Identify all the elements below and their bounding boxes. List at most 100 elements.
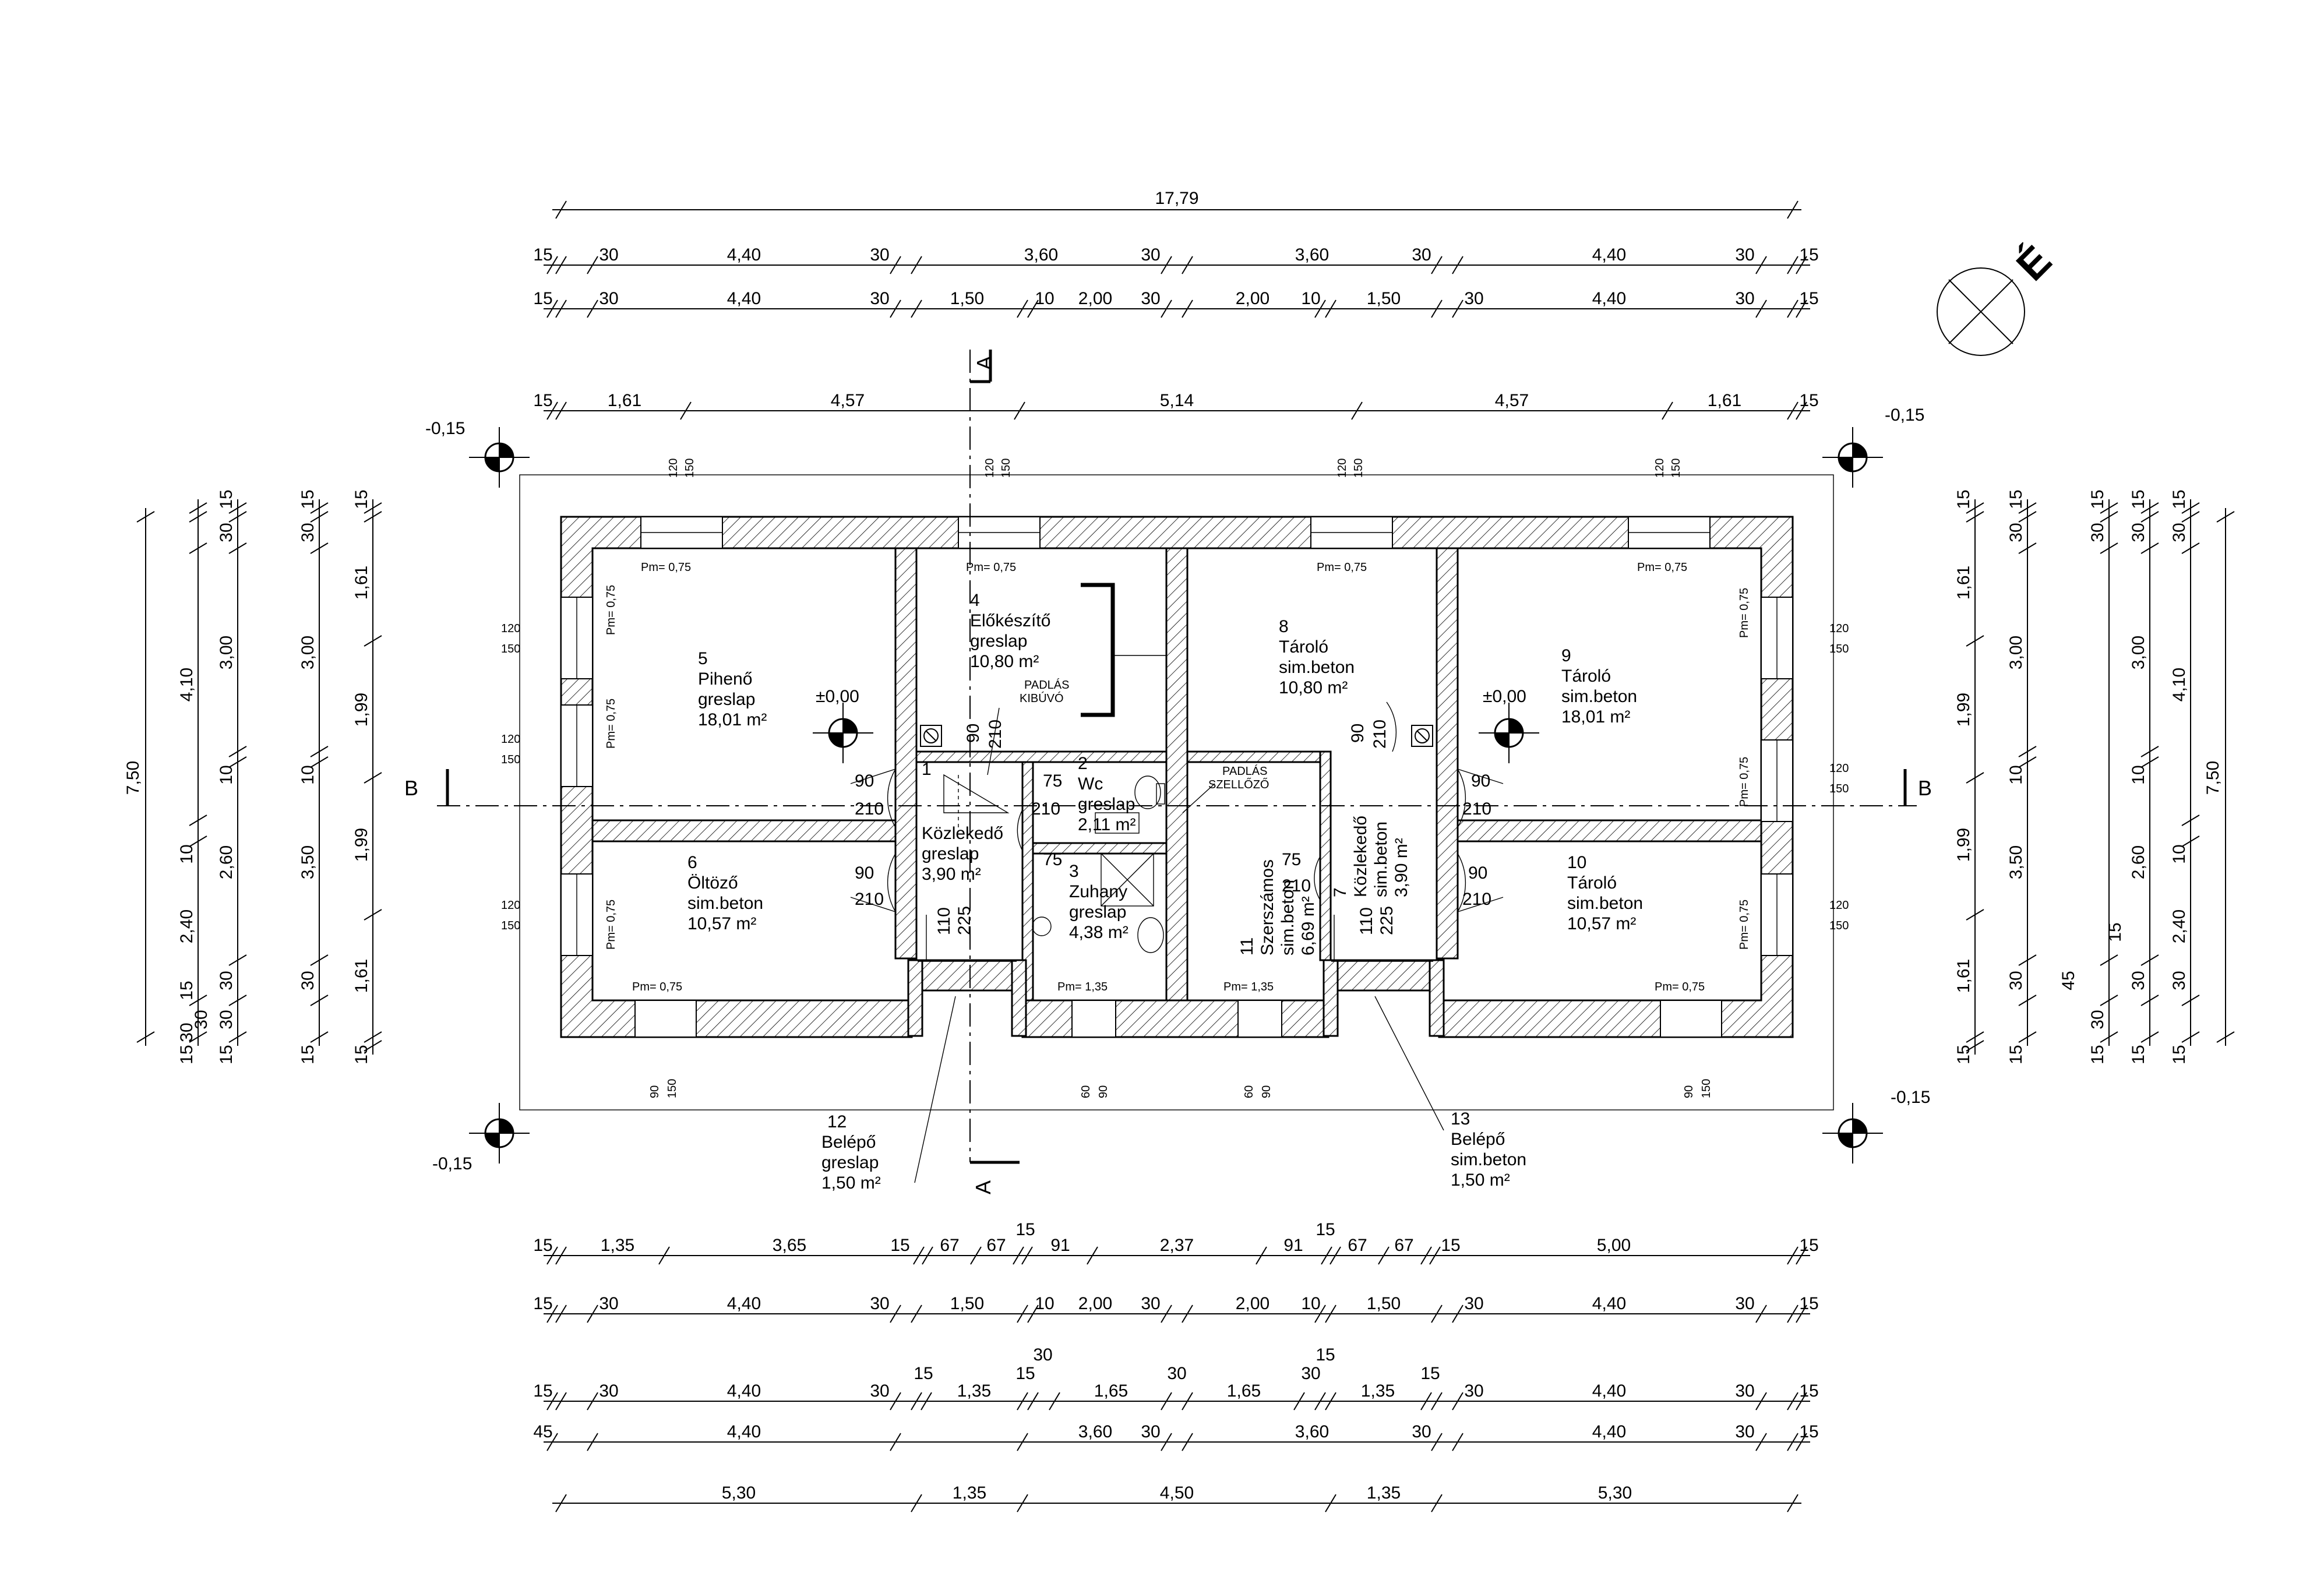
dim-left-overall: 7,50 — [124, 508, 155, 1046]
dim-bottom-row-4-label: 30 — [1412, 1422, 1431, 1441]
porch-pillar-2 — [1011, 959, 1027, 1037]
dim-bottom-row-2-label: 1,50 — [950, 1294, 984, 1313]
level-mark-zero-left-icon — [812, 701, 874, 764]
dim-bottom-row-3-label: 30 — [1464, 1381, 1483, 1401]
svg-text:210: 210 — [855, 890, 884, 909]
dim-right-col-1-label: 1,99 — [1954, 693, 1973, 727]
svg-text:1,50 m²: 1,50 m² — [821, 1173, 881, 1193]
svg-text:210: 210 — [1462, 799, 1491, 819]
svg-text:Közlekedő: Közlekedő — [922, 824, 1003, 843]
room-9-label: 9 Tároló sim.beton 18,01 m² — [1561, 646, 1637, 727]
dim-bottom-row-3-label: 30 — [1301, 1364, 1320, 1383]
dim-top-row-2-label: 4,40 — [1592, 289, 1626, 308]
dim-right-col-3-label: 45 — [2059, 971, 2078, 990]
level-tl: -0,15 — [425, 419, 465, 438]
svg-text:90: 90 — [1260, 1085, 1273, 1098]
dim-bottom-row-1-label: 2,37 — [1160, 1236, 1194, 1255]
note-padlas-kibuvo-2: KIBÚVÓ — [1020, 692, 1064, 705]
dim-top-row-3-label: 1,61 — [608, 391, 641, 410]
svg-text:225: 225 — [1377, 906, 1396, 935]
dim-top-row-2-label: 30 — [599, 289, 618, 308]
dim-top-row-3-label: 4,57 — [1495, 391, 1529, 410]
dim-top-row-3-label: 15 — [533, 391, 552, 410]
svg-text:Pm= 0,75: Pm= 0,75 — [605, 585, 618, 635]
svg-text:Pm= 1,35: Pm= 1,35 — [1057, 981, 1108, 993]
svg-text:1: 1 — [922, 760, 932, 779]
svg-text:Tároló: Tároló — [1561, 667, 1611, 686]
svg-text:210: 210 — [986, 720, 1005, 749]
room-labels: 5 Pihenő greslap 18,01 m² 4 Előkészítő g… — [687, 591, 1643, 1193]
dim-bottom-row-3-label: 15 — [1799, 1381, 1818, 1401]
svg-text:90: 90 — [855, 863, 874, 883]
porch-pillar-4 — [1429, 959, 1445, 1037]
svg-text:5: 5 — [698, 649, 708, 668]
dim-bottom-row-1-label: 91 — [1283, 1236, 1303, 1255]
svg-text:120: 120 — [1829, 899, 1849, 912]
svg-text:9: 9 — [1561, 646, 1571, 665]
window-bottom-1 — [634, 1000, 697, 1038]
svg-text:3,90 m²: 3,90 m² — [1392, 838, 1411, 897]
svg-text:90: 90 — [1471, 771, 1490, 791]
svg-text:150: 150 — [1829, 919, 1849, 932]
section-marker-a-top: A — [972, 356, 996, 370]
dim-left-col-4-label: 15 — [298, 489, 318, 509]
svg-text:90: 90 — [1097, 1085, 1110, 1098]
room-4-label: 4 Előkészítő greslap 10,80 m² — [970, 591, 1050, 671]
door-size-labels: 90 210 90 210 90 210 75 210 75 110 225 7… — [855, 720, 1491, 935]
dim-top-row-2-label: 2,00 — [1078, 289, 1112, 308]
svg-text:10,80 m²: 10,80 m² — [970, 652, 1039, 671]
dim-bottom-row-3-label: 30 — [870, 1381, 889, 1401]
dim-left-col-3-label: 2,60 — [217, 845, 236, 879]
dim-bottom-row-1-label: 15 — [890, 1236, 909, 1255]
sanitary-fixtures — [1032, 775, 1165, 953]
svg-text:120: 120 — [1336, 459, 1349, 478]
room-13-label: 13 Belépő sim.beton 1,50 m² — [1451, 1109, 1526, 1190]
wall-int-7 — [1021, 761, 1034, 1002]
dim-overall-label: 17,79 — [1155, 189, 1198, 208]
svg-text:90: 90 — [1468, 863, 1487, 883]
window-bottom-2 — [1071, 1000, 1116, 1038]
dim-right-col-2-label: 10 — [2006, 765, 2026, 784]
svg-text:1,50 m²: 1,50 m² — [1451, 1170, 1510, 1190]
dim-bottom-row-2-label: 30 — [1464, 1294, 1483, 1313]
svg-text:7: 7 — [1331, 887, 1350, 897]
svg-text:150: 150 — [1000, 459, 1013, 478]
dim-bottom-row-4-label: 30 — [1735, 1422, 1754, 1441]
svg-text:150: 150 — [1829, 782, 1849, 795]
svg-text:Pm= 0,75: Pm= 0,75 — [641, 561, 691, 574]
building — [519, 474, 1834, 1110]
svg-text:90: 90 — [855, 771, 874, 791]
level-mark-tl-icon — [468, 426, 531, 489]
wall-int-6 — [915, 750, 1168, 763]
svg-text:8: 8 — [1279, 617, 1289, 636]
svg-text:75: 75 — [1043, 850, 1062, 869]
dim-top-row-2-label: 15 — [1799, 289, 1818, 308]
svg-text:150: 150 — [666, 1079, 679, 1098]
dim-bottom-row-2-label: 10 — [1035, 1294, 1054, 1313]
svg-text:90: 90 — [964, 724, 983, 743]
dim-bottom-row-2-label: 30 — [1735, 1294, 1754, 1313]
svg-text:Pm= 0,75: Pm= 0,75 — [632, 981, 682, 993]
dim-bottom-row-3-label: 15 — [1420, 1364, 1440, 1383]
dim-top-row-3-label: 5,14 — [1160, 391, 1194, 410]
dim-right-col-5-label: 15 — [2170, 489, 2189, 509]
svg-text:Pm= 0,75: Pm= 0,75 — [605, 900, 618, 950]
dim-top-row-2-label: 30 — [870, 289, 889, 308]
dim-right-col-3-label: 15 — [2088, 489, 2107, 509]
dim-right-col-4-label: 15 — [2106, 922, 2125, 942]
dim-bottom-row-1-label: 15 — [1441, 1236, 1460, 1255]
section-marker-a-bottom: A — [971, 1180, 995, 1194]
dim-right-col-4-label: 2,60 — [2129, 845, 2148, 879]
svg-text:120: 120 — [983, 459, 996, 478]
dim-right-col-4-label: 15 — [2129, 1045, 2148, 1064]
wall-int-3 — [1436, 547, 1459, 960]
dim-bottom-row-3-label: 30 — [1735, 1381, 1754, 1401]
dim-right-overall: 7,50 — [2203, 508, 2235, 1046]
window-bottom-4 — [1660, 1000, 1722, 1038]
dim-top-row-2-label: 15 — [533, 289, 552, 308]
